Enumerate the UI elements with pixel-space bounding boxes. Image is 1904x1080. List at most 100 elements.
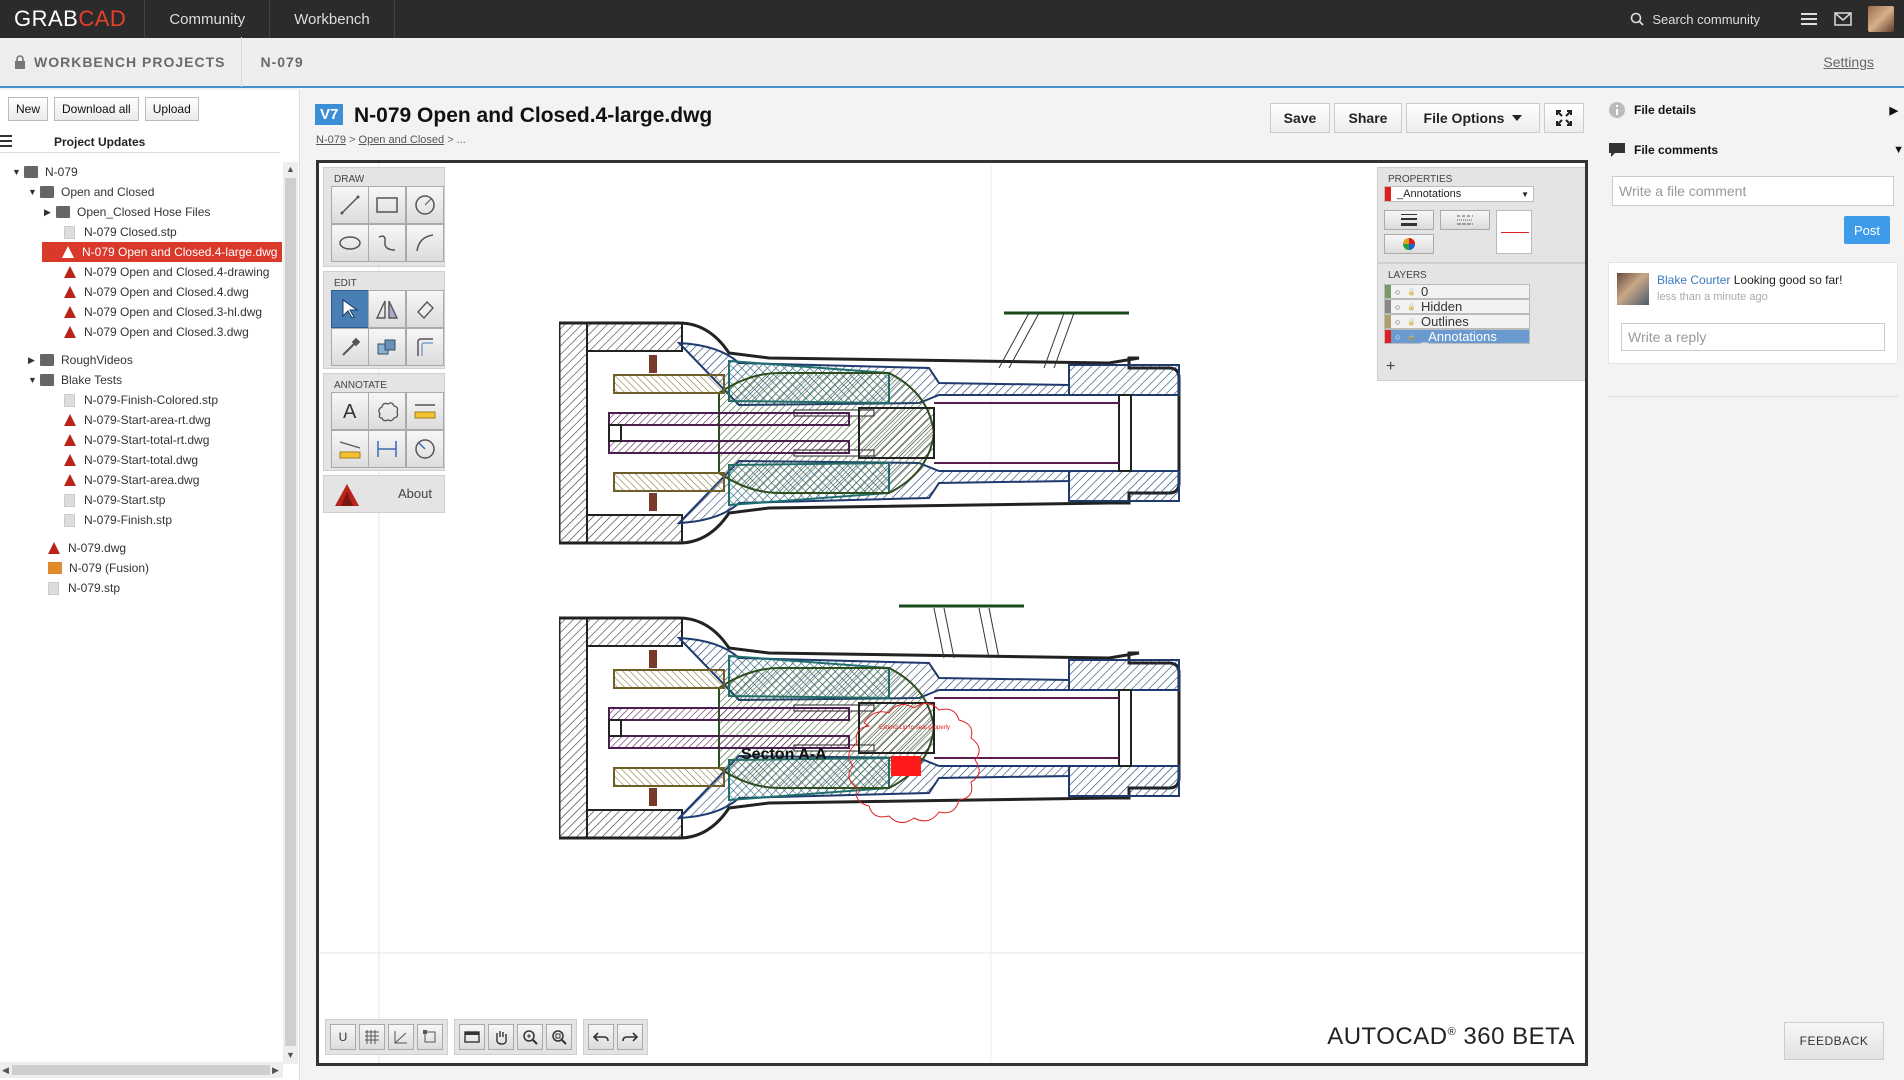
expand-right-icon[interactable]: ▶ [28, 354, 35, 365]
file-comment-input[interactable]: Write a file comment [1612, 176, 1894, 206]
breadcrumb-project[interactable]: N-079 [260, 54, 304, 70]
expand-down-icon[interactable]: ▼ [28, 375, 37, 385]
nav-community[interactable]: Community [145, 0, 271, 38]
tree-file[interactable]: N-079 (Fusion) [28, 558, 149, 578]
tree-vertical-scrollbar[interactable]: ▲ ▼ [283, 162, 298, 1064]
layer-row[interactable]: ○🔒0 [1384, 284, 1530, 299]
autocad-viewer-canvas[interactable]: Secton A-A Extend Lip to seal properly D… [316, 160, 1588, 1066]
text-tool[interactable]: A [331, 392, 369, 430]
revision-cloud-tool[interactable] [368, 392, 406, 430]
eyedropper-tool[interactable] [331, 328, 369, 366]
save-button[interactable]: Save [1270, 103, 1330, 133]
scroll-down-icon[interactable]: ▼ [286, 1050, 295, 1060]
line-tool[interactable] [331, 186, 369, 224]
grid-toggle-button[interactable] [359, 1024, 385, 1050]
reply-input[interactable]: Write a reply [1621, 323, 1885, 351]
share-button[interactable]: Share [1334, 103, 1402, 133]
tree-folder[interactable]: ▶Open_Closed Hose Files [44, 202, 210, 222]
expand-down-icon[interactable]: ▼ [12, 167, 21, 177]
scroll-right-icon[interactable]: ▶ [272, 1065, 279, 1075]
layer-select-dropdown[interactable]: _Annotations ▼ [1384, 186, 1534, 202]
hamburger-menu-icon[interactable] [1792, 0, 1826, 38]
layer-visibility-icon[interactable]: ○ [1395, 301, 1401, 312]
tree-file[interactable]: N-079.dwg [28, 538, 126, 558]
arc-tool[interactable] [406, 224, 444, 262]
fullscreen-button[interactable] [1544, 103, 1584, 133]
mirror-tool[interactable] [368, 290, 406, 328]
redo-button[interactable] [617, 1024, 643, 1050]
aligned-dimension-tool[interactable] [331, 430, 369, 468]
commenter-avatar[interactable] [1617, 273, 1649, 305]
linetype-button[interactable] [1440, 210, 1490, 230]
file-comments-header[interactable]: File comments ▼ [1608, 138, 1904, 162]
tree-file[interactable]: N-079-Start.stp [44, 490, 165, 510]
project-updates-link[interactable]: Project Updates [0, 131, 280, 153]
comment-author-link[interactable]: Blake Courter [1657, 273, 1731, 287]
tree-file[interactable]: N-079 Open and Closed.4.dwg [44, 282, 249, 302]
linear-dimension-tool[interactable] [406, 392, 444, 430]
file-details-header[interactable]: File details ▶ [1608, 98, 1898, 122]
layer-row[interactable]: ○🔒_Annotations [1384, 329, 1530, 344]
tree-file[interactable]: N-079 Open and Closed.4-drawing [44, 262, 269, 282]
layer-visibility-icon[interactable]: ○ [1395, 331, 1401, 342]
tree-file[interactable]: N-079 Open and Closed.4-large.dwg [42, 242, 282, 262]
ortho-toggle-button[interactable] [388, 1024, 414, 1050]
zoom-window-button[interactable] [517, 1024, 543, 1050]
tree-file[interactable]: N-079-Start-total.dwg [44, 450, 198, 470]
tree-file[interactable]: N-079-Start-area-rt.dwg [44, 410, 211, 430]
color-button[interactable] [1384, 234, 1434, 254]
mail-icon[interactable] [1826, 0, 1860, 38]
dimension-tool[interactable] [368, 430, 406, 468]
breadcrumb-workbench-projects[interactable]: WORKBENCH PROJECTS [0, 37, 243, 87]
post-comment-button[interactable]: Post [1844, 216, 1890, 244]
tree-file[interactable]: N-079 Open and Closed.3-hl.dwg [44, 302, 262, 322]
layer-lock-icon[interactable]: 🔒 [1407, 333, 1416, 341]
add-layer-button[interactable]: + [1386, 358, 1396, 375]
tree-horizontal-scrollbar[interactable]: ◀ ▶ [0, 1062, 283, 1078]
ellipse-tool[interactable] [331, 224, 369, 262]
tree-file[interactable]: N-079-Finish-Colored.stp [44, 390, 218, 410]
tree-vertical-scroll-thumb[interactable] [285, 178, 296, 1046]
lineweight-button[interactable] [1384, 210, 1434, 230]
circle-tool[interactable] [406, 186, 444, 224]
tree-folder[interactable]: ▼N-079 [12, 162, 78, 182]
tree-file[interactable]: N-079-Finish.stp [44, 510, 172, 530]
expand-right-icon[interactable]: ▶ [44, 206, 51, 217]
layer-row[interactable]: ○🔒Outlines [1384, 314, 1530, 329]
offset-tool[interactable] [406, 328, 444, 366]
scroll-up-icon[interactable]: ▲ [286, 164, 295, 174]
tree-file[interactable]: N-079 Open and Closed.3.dwg [44, 322, 249, 342]
nav-workbench[interactable]: Workbench [270, 0, 395, 38]
tree-folder[interactable]: ▼Blake Tests [28, 370, 122, 390]
rectangle-tool[interactable] [368, 186, 406, 224]
download-all-button[interactable]: Download all [54, 97, 139, 121]
tree-folder[interactable]: ▼Open and Closed [28, 182, 154, 202]
layer-visibility-icon[interactable]: ○ [1395, 286, 1401, 297]
layer-lock-icon[interactable]: 🔒 [1407, 303, 1416, 311]
select-tool[interactable] [331, 290, 369, 328]
layer-visibility-icon[interactable]: ○ [1395, 316, 1401, 327]
erase-tool[interactable] [406, 290, 444, 328]
tree-horizontal-scroll-thumb[interactable] [12, 1065, 270, 1075]
new-button[interactable]: New [8, 97, 49, 121]
file-options-dropdown[interactable]: File Options [1406, 103, 1540, 133]
search-community[interactable]: Search community [1630, 12, 1792, 27]
tree-file[interactable]: N-079-Start-total-rt.dwg [44, 430, 209, 450]
scroll-left-icon[interactable]: ◀ [2, 1065, 9, 1075]
feedback-button[interactable]: FEEDBACK [1784, 1022, 1884, 1060]
snap-toggle-button[interactable] [417, 1024, 443, 1050]
expand-down-icon[interactable]: ▼ [28, 187, 37, 197]
ucs-toggle-button[interactable]: U [330, 1024, 356, 1050]
version-badge[interactable]: V7 [315, 104, 344, 125]
radius-dimension-tool[interactable] [406, 430, 444, 468]
layer-lock-icon[interactable]: 🔒 [1407, 288, 1416, 296]
zoom-extents-button[interactable] [546, 1024, 572, 1050]
tree-file[interactable]: N-079 Closed.stp [44, 222, 177, 242]
about-panel[interactable]: About [323, 475, 445, 513]
pan-button[interactable] [488, 1024, 514, 1050]
tree-folder[interactable]: ▶RoughVideos [28, 350, 133, 370]
file-crumb-project-link[interactable]: N-079 [316, 134, 346, 146]
user-avatar[interactable] [1868, 6, 1894, 32]
tree-file[interactable]: N-079-Start-area.dwg [44, 470, 199, 490]
